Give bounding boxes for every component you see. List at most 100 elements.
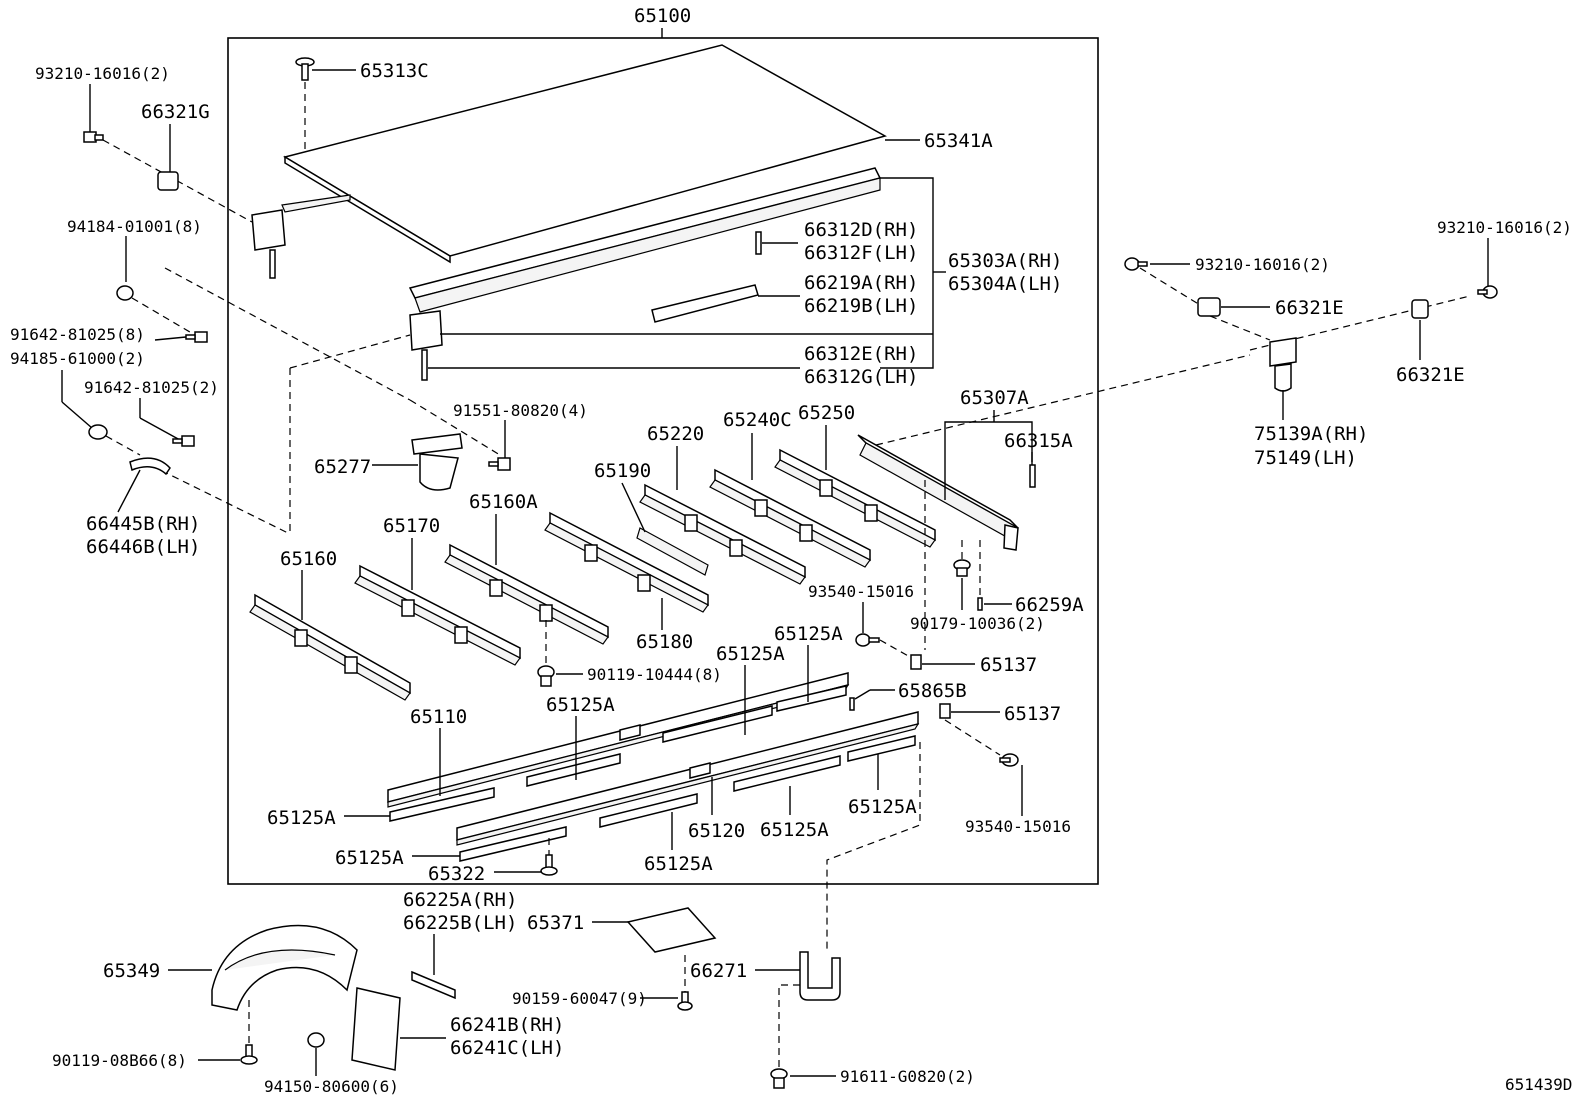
label-93540b: 93540-15016 bbox=[965, 817, 1071, 836]
clip-icon[interactable] bbox=[939, 703, 951, 719]
bumper-icon[interactable] bbox=[157, 171, 179, 191]
latch-bracket-part[interactable] bbox=[1269, 337, 1297, 392]
wheel-house-part[interactable] bbox=[211, 924, 358, 1011]
label-65250: 65250 bbox=[798, 402, 855, 424]
label-91642a: 91642-81025(8) bbox=[10, 325, 145, 344]
tow-hook-bracket-part[interactable] bbox=[411, 433, 463, 491]
label-75139A: 75139A(RH) bbox=[1254, 423, 1368, 445]
label-90159: 90159-60047(9) bbox=[512, 989, 647, 1008]
label-66321G: 66321G bbox=[141, 101, 210, 123]
label-65137b: 65137 bbox=[1004, 703, 1061, 725]
cross-member-65240C[interactable] bbox=[709, 468, 871, 568]
label-65160: 65160 bbox=[280, 548, 337, 570]
label-65304A: 65304A(LH) bbox=[948, 273, 1062, 295]
label-65125A-7: 65125A bbox=[760, 819, 829, 841]
label-91611: 91611-G0820(2) bbox=[840, 1067, 975, 1086]
label-66241B: 66241B(RH) bbox=[450, 1014, 564, 1036]
label-65190: 65190 bbox=[594, 460, 651, 482]
strip-part[interactable] bbox=[847, 735, 916, 762]
strip-part[interactable] bbox=[389, 787, 495, 822]
label-90179: 90179-10036(2) bbox=[910, 614, 1045, 633]
rear-sill-part[interactable] bbox=[857, 434, 1019, 551]
label-66271: 66271 bbox=[690, 960, 747, 982]
cross-member-65170[interactable] bbox=[354, 564, 521, 666]
label-65303A: 65303A(RH) bbox=[948, 250, 1062, 272]
label-66312D: 66312D(RH) bbox=[804, 219, 918, 241]
cross-member-65220[interactable] bbox=[639, 483, 806, 585]
label-66312F: 66312F(LH) bbox=[804, 242, 918, 264]
cross-member-65250[interactable] bbox=[774, 448, 936, 548]
nut-icon[interactable] bbox=[307, 1032, 325, 1048]
bolt-icon[interactable] bbox=[537, 665, 555, 687]
strap-bracket-part[interactable] bbox=[129, 457, 171, 476]
bolt-icon[interactable] bbox=[1124, 257, 1148, 271]
strip-part[interactable] bbox=[733, 755, 841, 792]
label-94150: 94150-80600(6) bbox=[264, 1077, 399, 1096]
clip-icon[interactable] bbox=[910, 654, 922, 670]
label-65125A-2: 65125A bbox=[546, 694, 615, 716]
sill-65120[interactable] bbox=[456, 711, 920, 846]
bolt-icon[interactable] bbox=[1477, 285, 1498, 299]
label-65349: 65349 bbox=[103, 960, 160, 982]
cross-member-65160A[interactable] bbox=[444, 543, 609, 645]
bolt-icon[interactable] bbox=[855, 633, 880, 647]
label-65341A: 65341A bbox=[924, 130, 993, 152]
label-94184: 94184-01001(8) bbox=[67, 217, 202, 236]
cross-member-65160[interactable] bbox=[249, 593, 411, 701]
label-65125A-8: 65125A bbox=[848, 796, 917, 818]
label-65322: 65322 bbox=[428, 863, 485, 885]
label-66315A: 66315A bbox=[1004, 430, 1073, 452]
mud-flap-part[interactable] bbox=[351, 987, 401, 1071]
nut-icon[interactable] bbox=[88, 424, 108, 440]
floor-panel-part[interactable] bbox=[283, 44, 887, 264]
step-bracket-part[interactable] bbox=[799, 951, 841, 1001]
cross-member-65190[interactable] bbox=[636, 527, 709, 576]
label-90119a: 90119-10444(8) bbox=[587, 665, 722, 684]
bolt-icon[interactable] bbox=[172, 435, 195, 447]
strip-part[interactable] bbox=[599, 793, 698, 828]
label-65125A-1: 65125A bbox=[267, 807, 336, 829]
label-93540a: 93540-15016 bbox=[808, 582, 914, 601]
bolt-icon[interactable] bbox=[83, 131, 104, 143]
nut-icon[interactable] bbox=[116, 285, 134, 301]
strip-part[interactable] bbox=[526, 753, 621, 787]
bumper-icon[interactable] bbox=[1411, 299, 1429, 319]
label-65137a: 65137 bbox=[980, 654, 1037, 676]
label-65125A-4: 65125A bbox=[774, 623, 843, 645]
label-93210a: 93210-16016(2) bbox=[35, 64, 170, 83]
label-93210c: 93210-16016(2) bbox=[1437, 218, 1572, 237]
label-65125A-3: 65125A bbox=[716, 643, 785, 665]
label-75149: 75149(LH) bbox=[1254, 447, 1357, 469]
bolt-icon[interactable] bbox=[185, 331, 208, 343]
bolt-icon[interactable] bbox=[240, 1044, 258, 1065]
bolt-icon[interactable] bbox=[488, 457, 511, 471]
spacer-block-icon[interactable] bbox=[619, 724, 641, 741]
strip-part[interactable] bbox=[776, 685, 847, 712]
cover-plate-part[interactable] bbox=[626, 907, 717, 953]
label-65277: 65277 bbox=[314, 456, 371, 478]
rail-bracket-part[interactable] bbox=[651, 284, 759, 323]
label-66312G: 66312G(LH) bbox=[804, 366, 918, 388]
bumper-icon[interactable] bbox=[1197, 297, 1221, 317]
screw-icon[interactable] bbox=[295, 57, 315, 81]
bolt-icon[interactable] bbox=[540, 854, 558, 876]
label-91551: 91551-80820(4) bbox=[453, 401, 588, 420]
label-66312E: 66312E(RH) bbox=[804, 343, 918, 365]
label-66219B: 66219B(LH) bbox=[804, 295, 918, 317]
label-65120: 65120 bbox=[688, 820, 745, 842]
hinge-bracket-part[interactable] bbox=[251, 194, 351, 279]
strip-part[interactable] bbox=[459, 826, 567, 862]
label-66225A: 66225A(RH) bbox=[403, 889, 517, 911]
cross-member-65180[interactable] bbox=[544, 511, 709, 613]
screw-icon[interactable] bbox=[677, 991, 693, 1011]
screw-icon[interactable] bbox=[999, 753, 1019, 767]
bolt-icon[interactable] bbox=[770, 1068, 788, 1089]
label-65371: 65371 bbox=[527, 912, 584, 934]
spacer-block-icon[interactable] bbox=[689, 762, 711, 779]
label-65170: 65170 bbox=[383, 515, 440, 537]
label-91642b: 91642-81025(2) bbox=[84, 378, 219, 397]
nut-icon[interactable] bbox=[953, 559, 971, 577]
label-65313C: 65313C bbox=[360, 60, 429, 82]
mud-guard-bracket-part[interactable] bbox=[411, 970, 456, 1000]
label-66445B: 66445B(RH) bbox=[86, 513, 200, 535]
